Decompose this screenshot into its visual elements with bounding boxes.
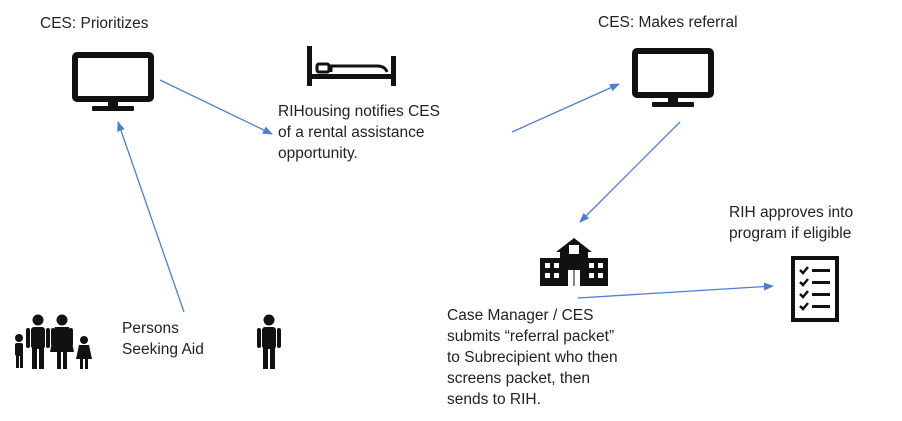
- rih-approves-label: RIH approves into program if eligible: [729, 204, 854, 242]
- checklist-icon: [791, 256, 839, 322]
- ces-makes-referral-label: CES: Makes referral: [598, 14, 738, 31]
- arrow-prioritizes-to-rihousing: [159, 79, 273, 135]
- case-manager-label: Case Manager / CES submits “referral pac…: [447, 307, 618, 408]
- rihousing-notifies-label: RIHousing notifies CES of a rental assis…: [278, 103, 440, 162]
- bed-icon: [307, 46, 396, 86]
- persons-seeking-aid-label: Persons Seeking Aid: [122, 320, 204, 358]
- monitor-icon: [72, 52, 154, 111]
- arrow-case-manager-to-rih: [577, 282, 774, 299]
- school-building-icon: [540, 238, 608, 286]
- arrow-referral-to-case-manager: [579, 121, 681, 223]
- arrow-rihousing-to-referral: [511, 83, 620, 133]
- monitor-icon: [632, 48, 714, 107]
- arrow-persons-to-prioritizes: [117, 121, 185, 313]
- person-icon: [257, 314, 281, 369]
- family-icon: [15, 314, 92, 369]
- ces-prioritizes-label: CES: Prioritizes: [40, 15, 149, 32]
